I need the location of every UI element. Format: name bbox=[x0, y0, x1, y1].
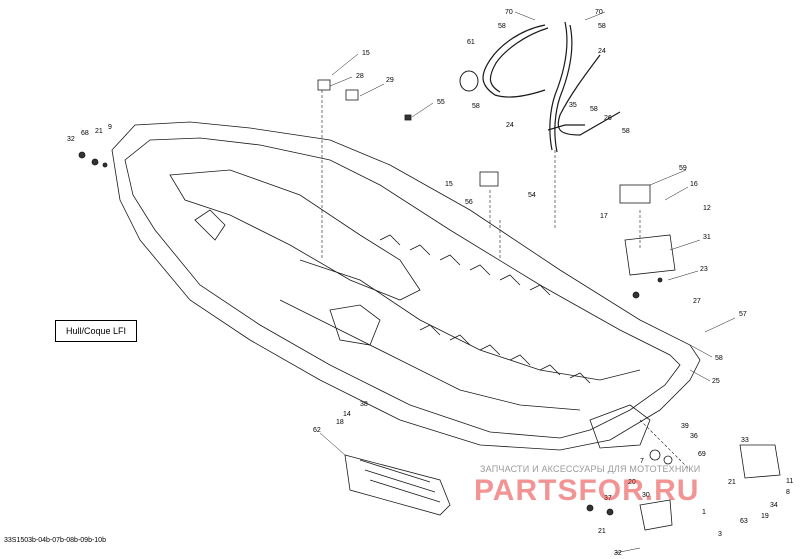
callout-number: 34 bbox=[770, 502, 778, 509]
callout-number: 8 bbox=[786, 489, 790, 496]
callout-number: 54 bbox=[528, 192, 536, 199]
callout-number: 33 bbox=[741, 437, 749, 444]
hose-assembly bbox=[482, 21, 621, 153]
callout-number: 29 bbox=[386, 77, 394, 84]
callout-number: 68 bbox=[81, 130, 89, 137]
callout-number: 9 bbox=[108, 124, 112, 131]
diagram-title-box: Hull/Coque LFI bbox=[55, 320, 137, 342]
callout-number: 62 bbox=[313, 427, 321, 434]
callout-number: 23 bbox=[700, 266, 708, 273]
callout-number: 28 bbox=[356, 73, 364, 80]
callout-number: 11 bbox=[786, 478, 793, 485]
callout-number: 58 bbox=[715, 355, 723, 362]
callout-number: 17 bbox=[600, 213, 608, 220]
callout-number: 70 bbox=[595, 9, 603, 16]
callout-number: 27 bbox=[693, 298, 701, 305]
callout-number: 25 bbox=[712, 378, 720, 385]
callout-number: 21 bbox=[598, 528, 606, 535]
callout-number: 37 bbox=[604, 495, 612, 502]
callout-number: 58 bbox=[472, 103, 480, 110]
callout-number: 38 bbox=[360, 401, 368, 408]
callout-number: 26 bbox=[604, 115, 612, 122]
callout-number: 21 bbox=[728, 479, 736, 486]
callout-number: 18 bbox=[336, 419, 344, 426]
reference-code: 33S1503b-04b-07b-08b-09b-10b bbox=[4, 537, 106, 544]
callout-number: 57 bbox=[739, 311, 747, 318]
callout-number: 21 bbox=[95, 128, 103, 135]
callout-number: 58 bbox=[498, 23, 506, 30]
callout-number: 14 bbox=[343, 411, 351, 418]
callout-number: 24 bbox=[598, 48, 606, 55]
callout-number: 15 bbox=[362, 50, 370, 57]
callout-number: 70 bbox=[505, 9, 513, 16]
callout-number: 69 bbox=[698, 451, 706, 458]
callout-number: 59 bbox=[679, 165, 687, 172]
callout-number: 55 bbox=[437, 99, 445, 106]
callout-number: 58 bbox=[622, 128, 630, 135]
callout-number: 16 bbox=[690, 181, 698, 188]
hull-drawing bbox=[111, 121, 701, 451]
callout-leaders bbox=[319, 11, 736, 554]
watermark-text: ЗАПЧАСТИ И АКСЕССУАРЫ ДЛЯ МОТОТЕХНИКИ bbox=[480, 464, 701, 474]
callout-number: 3 bbox=[718, 531, 722, 538]
callout-number: 24 bbox=[506, 122, 514, 129]
watermark-logo: PARTSFOR.RU bbox=[474, 474, 700, 507]
callout-number: 1 bbox=[702, 509, 706, 516]
callout-number: 20 bbox=[628, 479, 636, 486]
callout-number: 35 bbox=[569, 102, 577, 109]
callout-number: 61 bbox=[467, 39, 475, 46]
callout-number: 7 bbox=[640, 458, 644, 465]
o-ring-icon bbox=[459, 70, 479, 92]
leader-lines bbox=[321, 90, 691, 471]
callout-number: 31 bbox=[703, 234, 711, 241]
callout-labels: 70 70 58 58 24 61 15 28 29 55 58 35 58 2… bbox=[67, 9, 793, 557]
callout-number: 39 bbox=[681, 423, 689, 430]
callout-number: 12 bbox=[703, 205, 711, 212]
callout-number: 30 bbox=[642, 492, 650, 499]
small-parts bbox=[78, 79, 781, 531]
callout-number: 58 bbox=[598, 23, 606, 30]
callout-number: 32 bbox=[614, 550, 622, 557]
callout-number: 15 bbox=[445, 181, 453, 188]
callout-number: 56 bbox=[465, 199, 473, 206]
callout-number: 19 bbox=[761, 513, 769, 520]
callout-number: 36 bbox=[690, 433, 698, 440]
callout-number: 63 bbox=[740, 518, 748, 525]
callout-number: 58 bbox=[590, 106, 598, 113]
callout-number: 32 bbox=[67, 136, 75, 143]
